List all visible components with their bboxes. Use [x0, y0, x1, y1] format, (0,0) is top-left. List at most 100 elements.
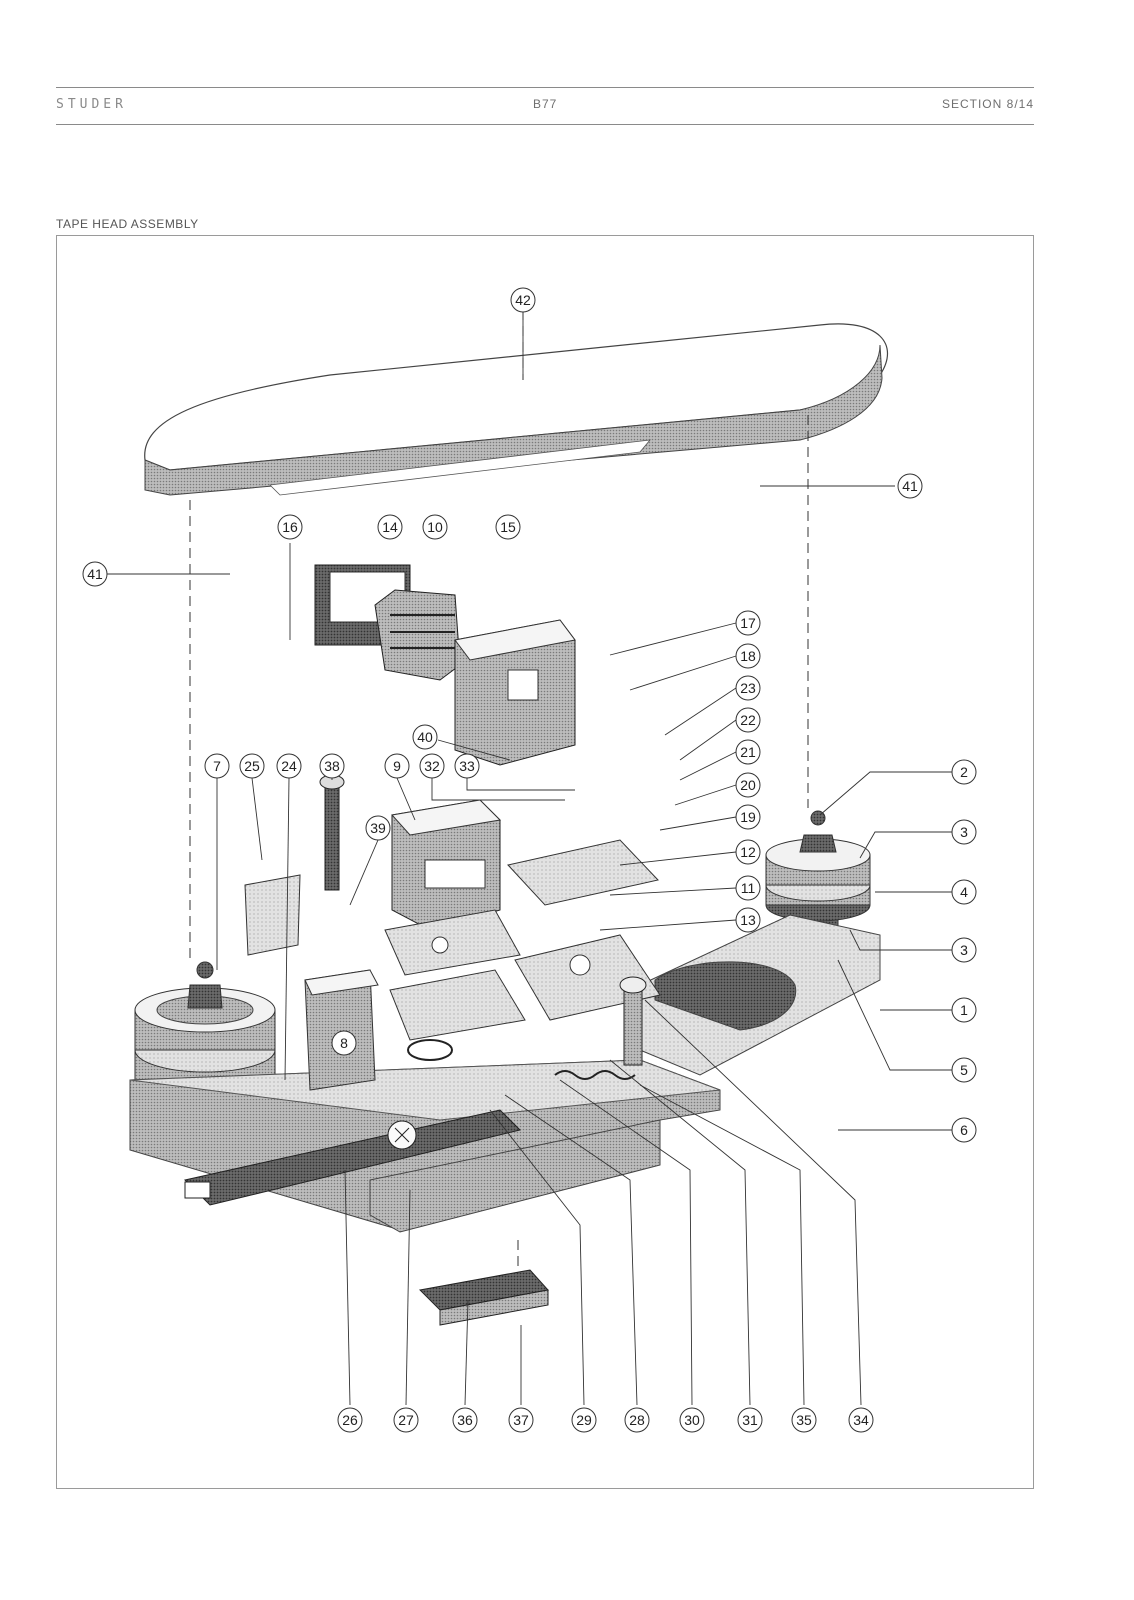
- callout-15: 15: [495, 514, 521, 540]
- callout-40: 40: [412, 724, 438, 750]
- callout-14: 14: [377, 514, 403, 540]
- svg-text:27: 27: [398, 1412, 414, 1428]
- svg-text:26: 26: [342, 1412, 358, 1428]
- svg-text:12: 12: [740, 844, 756, 860]
- callout-3-bottom: 3: [951, 937, 977, 963]
- svg-text:41: 41: [87, 566, 103, 582]
- svg-text:9: 9: [393, 758, 401, 774]
- svg-text:42: 42: [515, 292, 531, 308]
- callout-39: 39: [365, 815, 391, 841]
- callout-36: 36: [452, 1407, 478, 1433]
- callout-21: 21: [735, 739, 761, 765]
- mounting-plates: [384, 839, 661, 1041]
- svg-text:19: 19: [740, 809, 756, 825]
- svg-text:2: 2: [960, 764, 968, 780]
- callout-17: 17: [735, 610, 761, 636]
- callout-leader-lines: [106, 317, 952, 1406]
- callout-19: 19: [735, 804, 761, 830]
- callout-11: 11: [735, 875, 761, 901]
- svg-text:29: 29: [576, 1412, 592, 1428]
- callout-7: 7: [204, 753, 230, 779]
- svg-text:39: 39: [370, 820, 386, 836]
- svg-text:21: 21: [740, 744, 756, 760]
- callout-33: 33: [454, 753, 480, 779]
- callout-35: 35: [791, 1407, 817, 1433]
- callout-41-right: 41: [897, 473, 923, 499]
- svg-text:38: 38: [324, 758, 340, 774]
- svg-text:24: 24: [281, 758, 297, 774]
- svg-text:3: 3: [960, 942, 968, 958]
- svg-text:10: 10: [427, 519, 443, 535]
- callout-23: 23: [735, 675, 761, 701]
- svg-text:18: 18: [740, 648, 756, 664]
- callout-3-top: 3: [951, 819, 977, 845]
- callout-41-left: 41: [82, 561, 108, 587]
- svg-text:33: 33: [459, 758, 475, 774]
- figure-frame: [56, 235, 1034, 1489]
- callout-30: 30: [679, 1407, 705, 1433]
- callout-13: 13: [735, 907, 761, 933]
- callout-27: 27: [393, 1407, 419, 1433]
- callout-12: 12: [735, 839, 761, 865]
- svg-text:1: 1: [960, 1002, 968, 1018]
- svg-text:20: 20: [740, 777, 756, 793]
- callout-5: 5: [951, 1057, 977, 1083]
- svg-text:35: 35: [796, 1412, 812, 1428]
- header-bottom-rule: [56, 124, 1034, 125]
- model-label: B77: [533, 97, 558, 111]
- callout-18: 18: [735, 643, 761, 669]
- svg-text:23: 23: [740, 680, 756, 696]
- callout-1: 1: [951, 997, 977, 1023]
- svg-text:14: 14: [382, 519, 398, 535]
- svg-text:28: 28: [629, 1412, 645, 1428]
- svg-text:5: 5: [960, 1062, 968, 1078]
- header-top-rule: [56, 87, 1034, 88]
- svg-text:6: 6: [960, 1122, 968, 1138]
- svg-text:17: 17: [740, 615, 756, 631]
- callout-24: 24: [276, 753, 302, 779]
- figure-title: TAPE HEAD ASSEMBLY: [56, 217, 199, 231]
- svg-text:31: 31: [742, 1412, 758, 1428]
- callout-25: 25: [239, 753, 265, 779]
- callout-8: 8: [331, 1030, 357, 1056]
- svg-text:4: 4: [960, 884, 968, 900]
- svg-text:25: 25: [244, 758, 260, 774]
- svg-text:30: 30: [684, 1412, 700, 1428]
- callout-29: 29: [571, 1407, 597, 1433]
- svg-text:32: 32: [424, 758, 440, 774]
- svg-text:16: 16: [282, 519, 298, 535]
- callout-22: 22: [735, 707, 761, 733]
- svg-text:15: 15: [500, 519, 516, 535]
- svg-text:22: 22: [740, 712, 756, 728]
- svg-text:7: 7: [213, 758, 221, 774]
- svg-text:8: 8: [340, 1035, 348, 1051]
- callout-34: 34: [848, 1407, 874, 1433]
- callout-31: 31: [737, 1407, 763, 1433]
- callout-16: 16: [277, 514, 303, 540]
- callout-32: 32: [419, 753, 445, 779]
- svg-text:40: 40: [417, 729, 433, 745]
- record-head-shield: [454, 619, 576, 766]
- callout-38: 38: [319, 753, 345, 779]
- brand-logo: STUDER: [56, 97, 127, 112]
- callouts: 42 41 41 16 14 10 15 17 18 23 22 21 20 1…: [82, 287, 977, 1433]
- screw-38: [319, 774, 345, 891]
- support-block: [304, 969, 379, 1091]
- callout-26: 26: [337, 1407, 363, 1433]
- screw-34: [619, 976, 647, 1066]
- head-cover: [144, 323, 889, 496]
- svg-text:37: 37: [513, 1412, 529, 1428]
- erase-head-assembly: [314, 564, 461, 681]
- callout-10: 10: [422, 514, 448, 540]
- svg-text:3: 3: [960, 824, 968, 840]
- svg-text:13: 13: [740, 912, 756, 928]
- svg-text:11: 11: [741, 880, 756, 896]
- bracket-24: [244, 874, 301, 956]
- svg-text:41: 41: [902, 478, 918, 494]
- callout-37: 37: [508, 1407, 534, 1433]
- callout-42: 42: [510, 287, 536, 313]
- guide-piece-36: [418, 1269, 549, 1326]
- section-label: SECTION 8/14: [941, 97, 1034, 111]
- callout-20: 20: [735, 772, 761, 798]
- callout-28: 28: [624, 1407, 650, 1433]
